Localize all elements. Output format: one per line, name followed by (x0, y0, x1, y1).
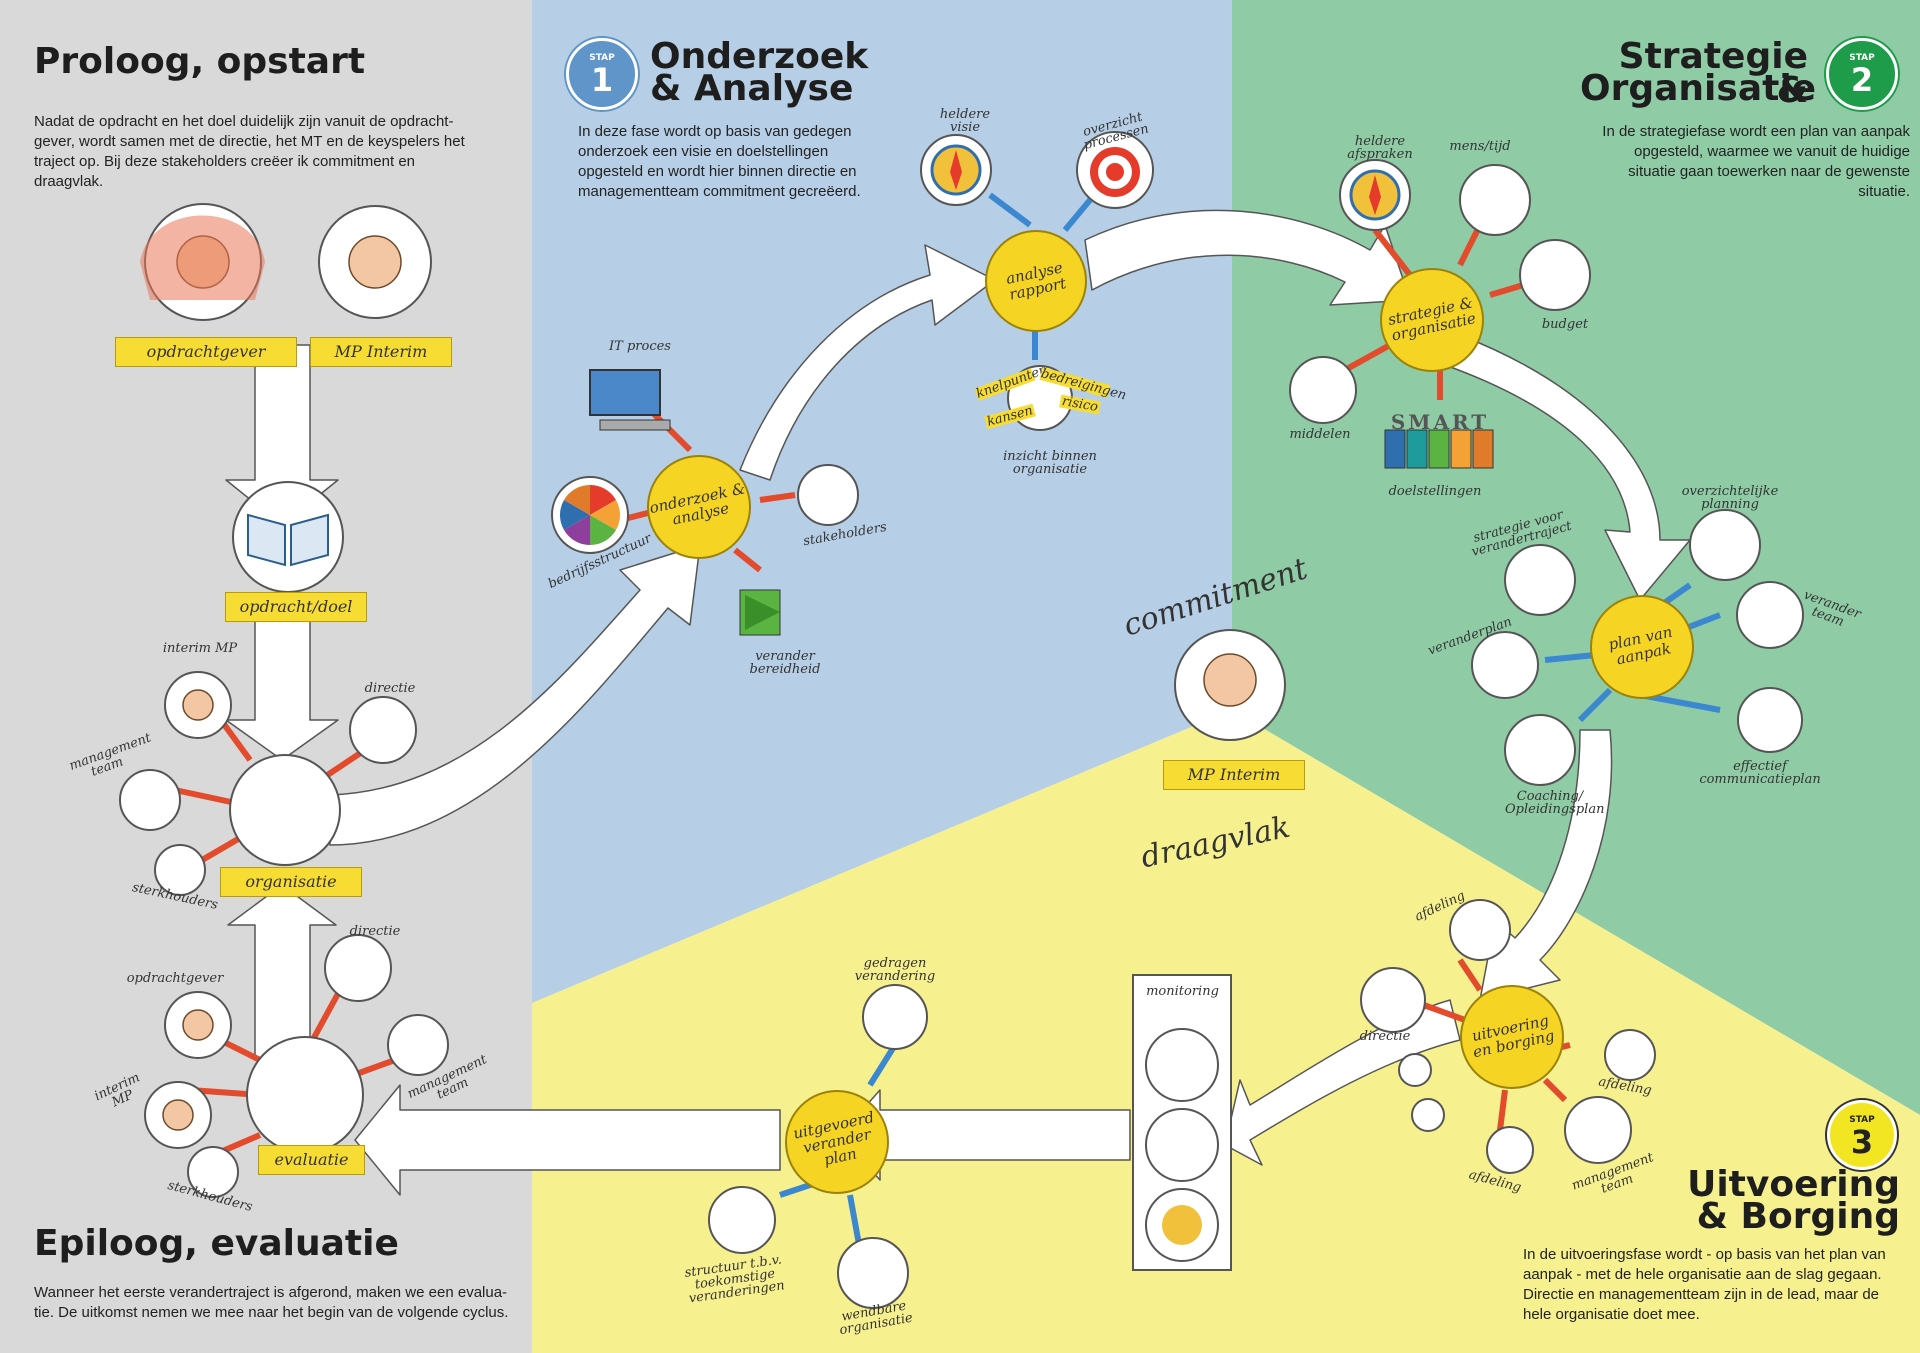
afdeling2-avatar (1604, 1029, 1656, 1081)
small-clock-icon (1398, 1053, 1432, 1087)
step2-text: In de strategiefase wordt een plan van a… (1602, 123, 1910, 200)
label-center-mp-interim: MP Interim (1163, 760, 1305, 790)
node-rapport-label: analyse rapport (1004, 258, 1068, 304)
arrow-to-eval (354, 1084, 781, 1196)
exec-mt-avatar (1564, 1096, 1632, 1164)
label-it-proces: IT proces (609, 339, 671, 354)
label-opdrachtgever: opdrachtgever (115, 337, 297, 367)
arrow-assignment-down (225, 614, 339, 761)
node-plan-van-aanpak: plan van aanpak (1590, 595, 1694, 699)
step1-badge-word: STAP (589, 53, 615, 63)
eval-sterk-avatar (187, 1146, 239, 1198)
label-veranderbereidheid: verander bereidheid (749, 649, 821, 677)
step2-badge-number: 2 (1850, 61, 1874, 99)
arrow-to-research (329, 544, 701, 846)
step1-badge: STAP 1 (566, 38, 638, 110)
node-uitvoering-borging: uitvoering en borging (1460, 985, 1564, 1089)
node-strategie-label: strategie & organisatie (1386, 293, 1478, 345)
small-list-icon (1411, 1098, 1445, 1132)
wendbaar-icon (837, 1237, 909, 1309)
exec-directie-avatar (1360, 967, 1426, 1033)
step1-badge-number: 1 (590, 61, 614, 99)
org-group-icon (229, 754, 341, 866)
node-onderzoek-analyse: onderzoek & analyse (647, 455, 751, 559)
coaching-icon (1504, 714, 1576, 786)
step2-badge: STAP 2 (1826, 38, 1898, 110)
planning-icon (1689, 509, 1761, 581)
label-middelen: middelen (1289, 427, 1351, 442)
label-eval-directie: directie (349, 924, 401, 939)
mens-icon (1459, 164, 1531, 236)
label-doelstellingen: doelstellingen (1388, 484, 1482, 499)
step3-text: In de uitvoeringsfase wordt - op basis v… (1523, 1246, 1886, 1323)
step3-badge-number: 3 (1850, 1123, 1874, 1161)
veranderteam-icon (1736, 581, 1804, 649)
label-exec-directie: directie (1359, 1029, 1411, 1044)
comm-icon (1737, 687, 1803, 753)
label-interim-mp: interim MP (162, 641, 238, 656)
eval-clipboard-icon (246, 1036, 364, 1154)
prologue-title: Proloog, opstart (34, 41, 366, 82)
node-strategie-organisatie: strategie & organisatie (1380, 268, 1484, 372)
budget-icon (1519, 239, 1591, 311)
eval-mt-avatar (387, 1014, 449, 1076)
step2-title-line1: Strategie & (1618, 36, 1808, 111)
afdeling3-avatar (1486, 1126, 1534, 1174)
gedrag-icon (862, 984, 928, 1050)
label-budget: budget (1541, 317, 1589, 332)
epilogue-text: Wanneer het eerste verandertraject is af… (34, 1284, 509, 1321)
label-heldere-visie: heldere visie (939, 107, 991, 135)
label-gedragen-verandering: gedragen verandering (854, 956, 936, 984)
epilogue-title: Epiloog, evaluatie (34, 1223, 399, 1264)
label-mp-interim: MP Interim (310, 337, 452, 367)
step2-badge-word: STAP (1849, 53, 1875, 63)
step1-title-line1: Onderzoek (650, 36, 869, 77)
middelen-icon (1289, 356, 1357, 424)
directie-avatar (349, 696, 417, 764)
step1-title-line2: & Analyse (650, 68, 854, 109)
step1-text: In deze fase wordt op basis van gedegen … (578, 123, 861, 200)
label-evaluatie: evaluatie (258, 1145, 365, 1175)
label-coaching: Coaching/ Opleidingsplan (1505, 789, 1605, 817)
label-mens-tijd: mens/tijd (1449, 139, 1511, 154)
label-heldere-afspraken: heldere afspraken (1347, 134, 1413, 162)
sterk-avatar (154, 844, 206, 896)
smart-heading: SMART (1390, 410, 1490, 434)
node-uitvoering-label: uitvoering en borging (1470, 1011, 1557, 1062)
step2-title-line2: Organisatie (1580, 68, 1817, 109)
step3-title-line2: & Borging (1696, 1196, 1900, 1237)
node-analyse-rapport: analyse rapport (985, 230, 1087, 332)
eval-directie-avatar (324, 934, 392, 1002)
node-plan-label: plan van aanpak (1606, 622, 1674, 669)
label-eval-opdrachtgever: opdrachtgever (126, 971, 224, 986)
label-directie: directie (364, 681, 416, 696)
step3-badge-word: STAP (1849, 1115, 1875, 1125)
step3-badge: STAP 3 (1827, 1100, 1897, 1170)
node-uitgevoerd-label: uitgevoerd verander plan (791, 1108, 876, 1169)
afdeling1-avatar (1449, 899, 1511, 961)
node-onderzoek-label: onderzoek & analyse (647, 479, 747, 529)
mt-avatar (119, 769, 181, 831)
stakeholders-icon (797, 464, 859, 526)
label-overzichtelijke-planning: overzichtelijke planning (1681, 484, 1779, 512)
label-communicatieplan: effectief communicatieplan (1699, 759, 1821, 787)
structuur-icon (708, 1186, 776, 1254)
label-organisatie: organisatie (220, 867, 362, 897)
label-inzicht-organisatie: inzicht binnen organisatie (1003, 449, 1097, 477)
prologue-text: Nadat de opdracht en het doel duidelijk … (34, 113, 465, 190)
label-monitoring: monitoring (1146, 984, 1219, 999)
step3-title-line1: Uitvoering (1687, 1164, 1900, 1205)
veranderplan-icon (1471, 631, 1539, 699)
node-uitgevoerd-plan: uitgevoerd verander plan (785, 1090, 889, 1194)
label-opdracht-doel: opdracht/doel (225, 592, 367, 622)
strategy-map-icon (1504, 544, 1576, 616)
